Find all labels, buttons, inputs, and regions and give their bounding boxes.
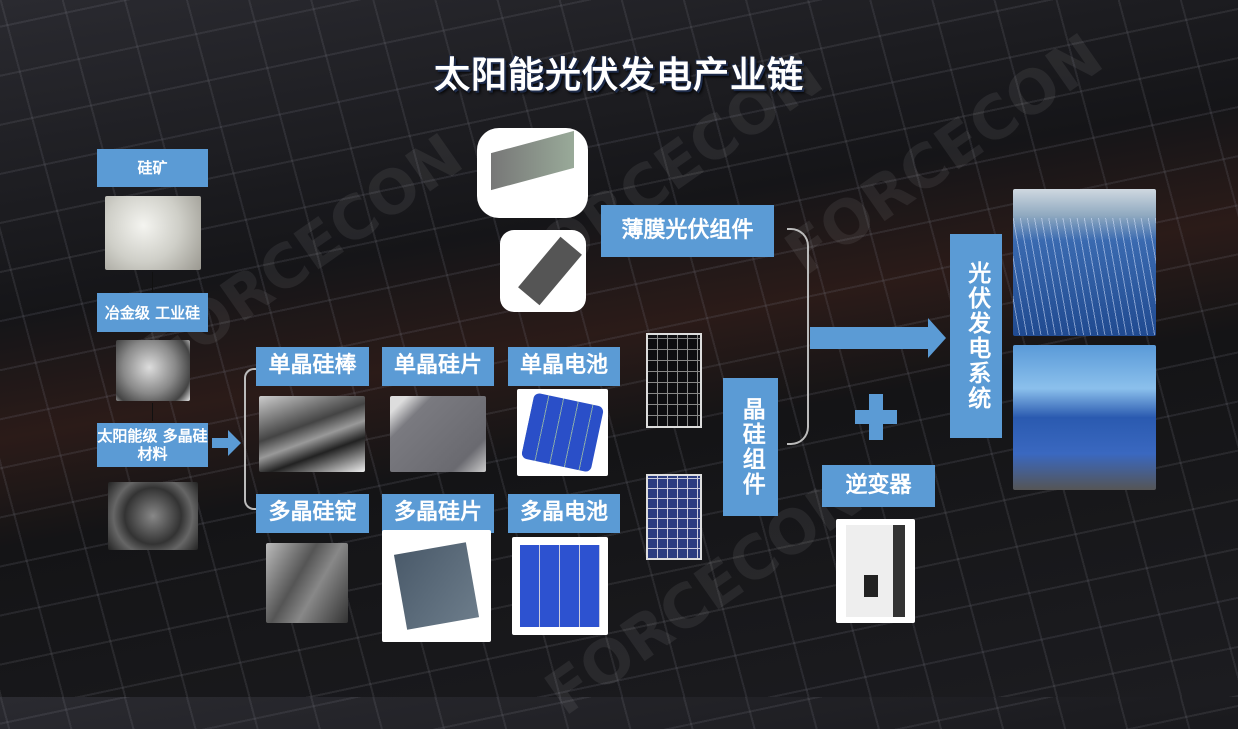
right-arrow-icon: [810, 318, 946, 358]
mono-ingot-image: [259, 396, 365, 472]
label-pv-system: 光伏发电系统: [950, 234, 1002, 438]
label-crystalline-module: 晶硅组件: [723, 378, 778, 516]
down-arrow: [152, 403, 153, 421]
silicon-ore-image: [105, 196, 201, 270]
label-poly-cell: 多晶电池: [508, 494, 620, 533]
poly-ingot-image: [266, 543, 348, 623]
poly-cell-image: [512, 537, 608, 635]
label-mono-ingot: 单晶硅棒: [256, 347, 369, 386]
label-poly-wafer: 多晶硅片: [382, 494, 494, 533]
label-solar-grade-polysilicon: 太阳能级 多晶硅材料: [97, 423, 208, 467]
combine-bracket: [787, 228, 809, 445]
label-metallurgical-silicon: 冶金级 工业硅: [97, 293, 208, 332]
mono-panel-image: [646, 333, 702, 428]
metallurgical-silicon-image: [116, 340, 190, 401]
thin-film-panel-image: [500, 230, 586, 312]
label-poly-ingot: 多晶硅锭: [256, 494, 369, 533]
page-title: 太阳能光伏发电产业链: [433, 55, 804, 96]
mono-cell-image: [517, 389, 608, 476]
plus-icon: [855, 394, 897, 440]
branch-bracket: [244, 368, 256, 510]
flexible-thin-film-image: [477, 128, 588, 218]
label-inverter: 逆变器: [822, 465, 935, 507]
polysilicon-image: [108, 482, 198, 550]
rooftop-solar-image: [1013, 345, 1156, 490]
label-silicon-ore: 硅矿: [97, 149, 208, 187]
solar-farm-image: [1013, 189, 1156, 336]
mono-wafer-image: [390, 396, 486, 472]
label-mono-wafer: 单晶硅片: [382, 347, 494, 386]
poly-wafer-image: [382, 530, 491, 642]
label-thin-film-module: 薄膜光伏组件: [601, 205, 774, 257]
right-arrow-icon: [212, 430, 241, 456]
inverter-image: [836, 519, 915, 623]
poly-panel-image: [646, 474, 702, 560]
label-mono-cell: 单晶电池: [508, 347, 620, 386]
down-arrow: [152, 272, 153, 292]
